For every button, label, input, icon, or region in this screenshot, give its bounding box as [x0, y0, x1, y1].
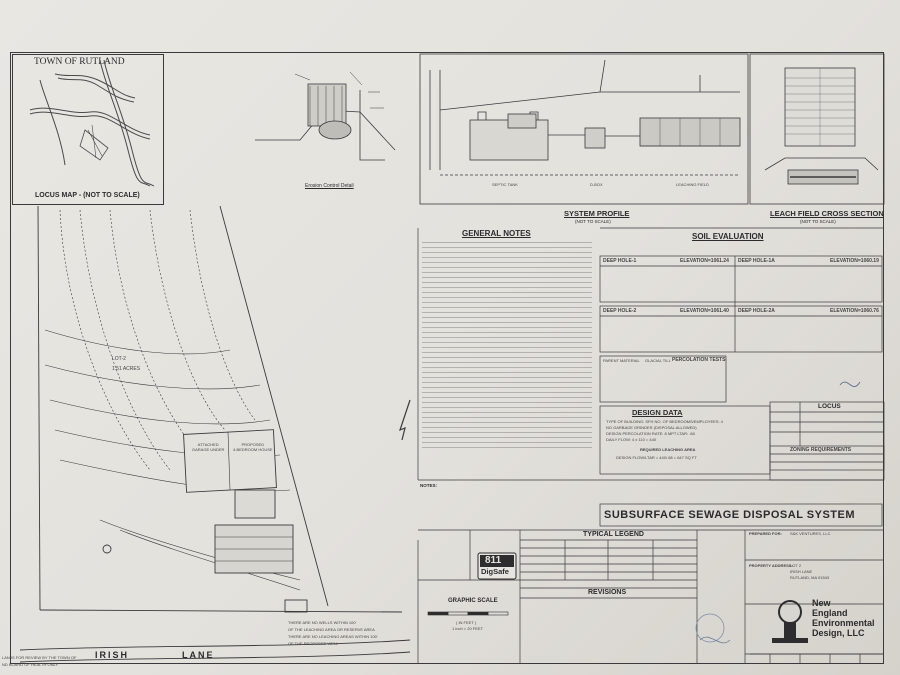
firm-name-2: England — [812, 608, 848, 618]
tables-linework — [417, 227, 885, 664]
digsafe-number: 811 — [485, 555, 502, 566]
septic-tank-label: SEPTIC TANK — [492, 182, 518, 187]
garage-label: ATTACHED GARAGE UNDER — [192, 442, 225, 452]
zoning-title: ZONING REQUIREMENTS — [790, 447, 852, 453]
design-line-4: DAILY FLOW: 4 x 110 = 440 — [606, 437, 657, 442]
prepared-for-label: PREPARED FOR: — [749, 531, 782, 536]
system-title: SUBSURFACE SEWAGE DISPOSAL SYSTEM — [604, 509, 856, 521]
signature — [839, 381, 861, 387]
property-address-label: PROPERTY ADDRESS: — [749, 563, 793, 568]
required-leaching-title: REQUIRED LEACHING AREA — [640, 447, 696, 452]
erosion-control-drawing — [255, 71, 396, 161]
elevation-1: ELEVATION=1061.24 — [680, 258, 729, 264]
sheet-border — [10, 52, 884, 664]
scale-bar — [427, 611, 509, 616]
scale-inch: 1 inch = 20 FEET — [452, 626, 484, 631]
design-data-title: DESIGN DATA — [632, 408, 683, 417]
review-note-2: ND BOARD OF HEALTH ONLY. — [2, 662, 59, 667]
general-notes-title: GENERAL NOTES — [462, 229, 531, 238]
locus-map-panel — [12, 54, 164, 205]
digsafe-wordmark: DigSafe — [481, 567, 509, 576]
design-line-3: DESIGN PERCOLATION RATE: 8 MPT LTAR: .68 — [606, 431, 695, 436]
property-street: IRISH LANE — [790, 569, 813, 574]
deep-hole-2a: DEEP HOLE-2A — [738, 308, 775, 314]
firm-name-4: Design, LLC — [812, 628, 865, 638]
review-note-1: LAN IS FOR REVIEW BY THE TOWN OF — [2, 655, 77, 660]
parent-material-label: PARENT MATERIAL — [603, 358, 640, 363]
deep-hole-1a: DEEP HOLE-1A — [738, 258, 775, 264]
leach-section-sub: (NOT TO SCALE) — [800, 219, 836, 224]
client-name: S&K VENTURES, LLC — [790, 531, 831, 536]
design-line-2: NO GARBAGE GRINDER (DISPOSAL ALLOWED) — [606, 425, 697, 430]
lot-label: LOT-2 — [112, 356, 126, 362]
system-profile-title: SYSTEM PROFILE — [564, 209, 630, 218]
no-wells-note-1: THERE ARE NO WELLS WITHIN 100' — [288, 620, 357, 625]
no-wells-note-3: THERE ARE NO LEACHING AREAS WITHIN 100' — [288, 634, 378, 639]
no-wells-note-2: OF THE LEACHING AREA OR RESERVE AREA — [288, 627, 375, 632]
scale-sub: ( IN FEET ) — [456, 620, 477, 625]
no-wells-note-4: OF THE PROPOSED WELL — [288, 641, 339, 646]
firm-name-3: Environmental — [812, 618, 875, 628]
erosion-caption: Erosion Control Detail — [305, 183, 354, 189]
system-profile-drawing — [419, 53, 749, 205]
design-flow-line: DESIGN FLOW/LTAR = 440/.68 = 647 SQ FT — [616, 455, 697, 460]
system-profile-sub: (NOT TO SCALE) — [575, 219, 611, 224]
graphic-scale-title: GRAPHIC SCALE — [448, 598, 498, 604]
road-label-1: IRISH — [95, 650, 130, 660]
percolation-title: PERCOLATION TESTS — [672, 357, 726, 363]
d-box-label: D-BOX — [590, 182, 603, 187]
leach-section-title: LEACH FIELD CROSS SECTION — [770, 209, 884, 218]
deep-hole-1: DEEP HOLE-1 — [603, 258, 637, 264]
deep-hole-2: DEEP HOLE-2 — [603, 308, 637, 314]
firm-logo-mark — [772, 600, 808, 643]
leach-section-drawing — [749, 53, 885, 205]
locus-title: TOWN OF RUTLAND — [34, 57, 125, 67]
property-town: RUTLAND, MA 01543 — [790, 575, 830, 580]
leaching-field-label: LEACHING FIELD — [676, 182, 709, 187]
lot-area: 1.51 ACRES — [112, 366, 141, 372]
engineer-stamp — [695, 613, 725, 643]
locus-caption: LOCUS MAP - (NOT TO SCALE) — [35, 192, 140, 199]
revisions-title: REVISIONS — [588, 589, 627, 596]
notes-text-block — [422, 242, 592, 452]
property-lot: LOT 2 — [790, 563, 802, 568]
firm-name-1: New — [812, 598, 831, 608]
parent-material-value: GLACIAL TILL — [645, 358, 671, 363]
elevation-2: ELEVATION=1061.40 — [680, 308, 729, 314]
site-plan-drawing — [19, 205, 411, 663]
notes-label: NOTES: — [420, 483, 438, 488]
design-line-1: TYPE OF BUILDING: SFH NO. OF BEDROOMS/EM… — [606, 419, 723, 424]
soil-evaluation-title: SOIL EVALUATION — [692, 232, 764, 241]
elevation-1a: ELEVATION=1060.19 — [830, 258, 879, 264]
locus-table-title: LOCUS — [818, 403, 841, 410]
road-label-2: LANE — [182, 650, 215, 660]
general-notes-body — [422, 242, 592, 472]
house-label: PROPOSED 4-BEDROOM HOUSE — [233, 442, 273, 452]
typical-legend-title: TYPICAL LEGEND — [583, 531, 644, 538]
digsafe-logo — [477, 552, 517, 580]
elevation-2a: ELEVATION=1060.76 — [830, 308, 879, 314]
